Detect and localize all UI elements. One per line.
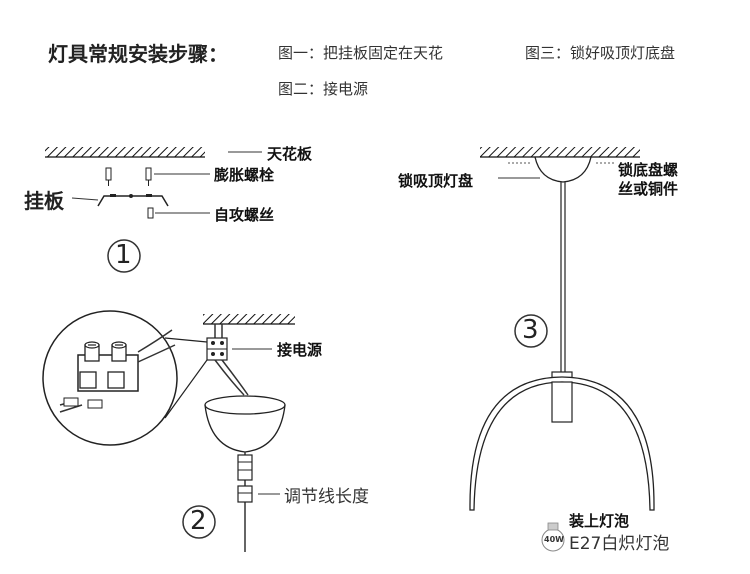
expansion-bolt-icon <box>105 167 152 186</box>
ceiling-label: 天花板 <box>267 145 313 163</box>
step3-number-circle <box>514 314 548 348</box>
cord-grip-bottom <box>237 485 253 503</box>
step1-number-circle <box>107 239 141 273</box>
step2-number: 2 <box>190 506 207 536</box>
legend-fig3: 图三：锁好吸顶灯底盘 <box>525 44 676 62</box>
dome-shade-icon <box>469 376 655 511</box>
cord-grip-top <box>237 454 253 481</box>
ceiling-hatch-2 <box>203 314 295 324</box>
plate-label: 挂板 <box>24 189 64 213</box>
legend-fig1: 图一：把挂板固定在天花 <box>278 44 444 62</box>
lock-label-1: 锁底盘螺 <box>618 161 679 179</box>
step2-number-circle <box>182 505 216 539</box>
screw-label: 自攻螺丝 <box>214 206 275 224</box>
adjust-label: 调节线长度 <box>284 487 369 507</box>
tapping-screw-icon <box>147 207 154 219</box>
ceiling-hatch-1 <box>45 147 205 157</box>
step3-figure <box>469 147 655 552</box>
lock-label-2: 丝或铜件 <box>618 180 679 198</box>
step2-figure <box>42 310 295 552</box>
step3-number: 3 <box>522 315 539 345</box>
light-bulb-icon <box>541 522 565 552</box>
anchor-label: 膨胀螺栓 <box>214 166 275 184</box>
power-label: 接电源 <box>277 341 323 359</box>
bulb-install-label: 装上灯泡 <box>569 512 630 530</box>
page-title: 灯具常规安装步骤： <box>48 42 228 66</box>
bulb-holder-icon <box>551 381 573 423</box>
bulb-spec-label: E27白炽灯泡 <box>569 534 670 554</box>
ceiling-canopy-icon <box>534 156 592 183</box>
step1-figure <box>45 147 262 273</box>
bulb-watt-label: 40W <box>544 535 564 544</box>
legend-fig2: 图二：接电源 <box>278 80 369 98</box>
canopy-bowl-icon <box>204 395 286 453</box>
step1-number: 1 <box>115 240 132 270</box>
mounting-plate-icon <box>97 194 169 207</box>
ceiling-hatch-3 <box>480 147 640 157</box>
terminal-zoom-callout <box>42 310 208 446</box>
canopy-label: 锁吸顶灯盘 <box>398 172 474 190</box>
